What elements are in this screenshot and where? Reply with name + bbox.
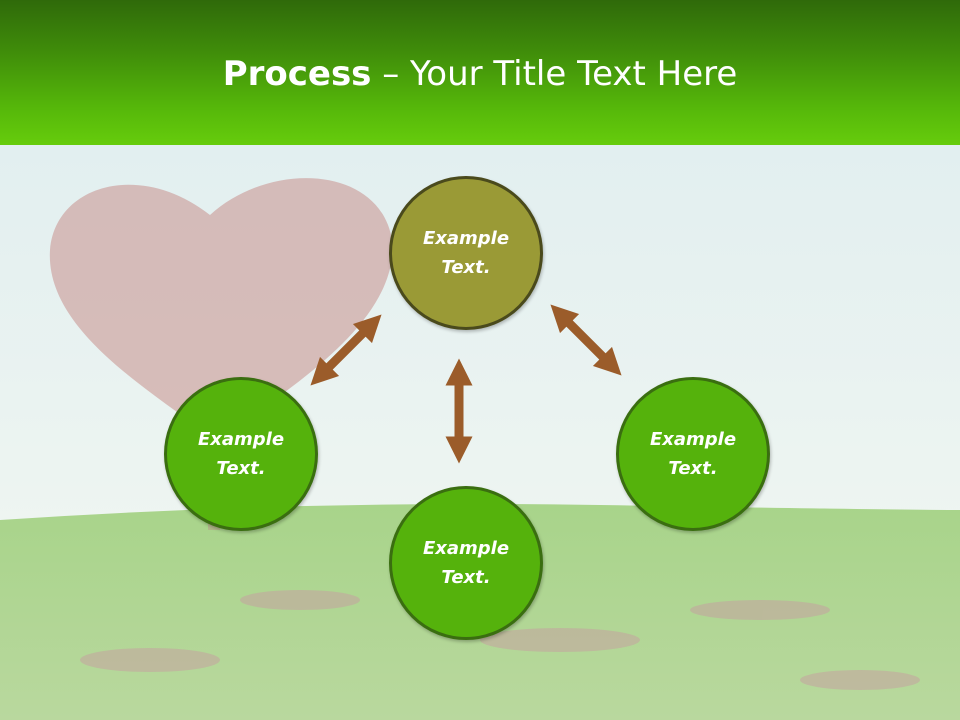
title-bold: Process	[222, 54, 372, 94]
node-right: Example Text.	[616, 377, 770, 531]
node-bottom: Example Text.	[389, 486, 543, 640]
arrow-top-left	[310, 314, 382, 386]
node-top: Example Text.	[389, 176, 543, 330]
header-bar	[0, 0, 960, 145]
title-rest: – Your Title Text Here	[371, 54, 738, 94]
node-bottom-label: Example Text.	[422, 538, 510, 588]
flower-dots	[80, 590, 920, 690]
node-top-label: Example Text.	[422, 228, 510, 278]
heart-tree	[49, 178, 393, 440]
page-title: Process – Your Title Text Here	[0, 52, 960, 96]
arrow-top-right	[550, 304, 622, 376]
node-right-label: Example Text.	[649, 429, 737, 479]
node-left-label: Example Text.	[197, 429, 285, 479]
node-left: Example Text.	[164, 377, 318, 531]
